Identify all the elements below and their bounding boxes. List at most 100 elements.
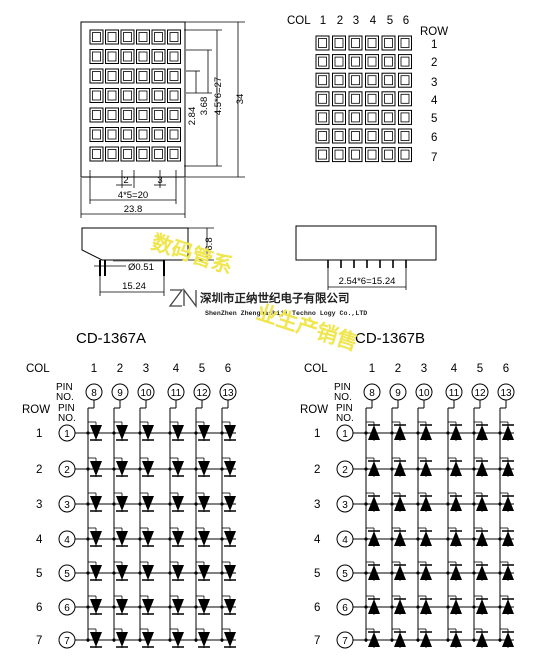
company-logo bbox=[168, 288, 197, 308]
led-dot-outline bbox=[381, 128, 396, 144]
col-pin-number: 9 bbox=[117, 388, 123, 399]
led-dot-outline bbox=[365, 54, 379, 70]
circuit-row-number: 6 bbox=[314, 602, 320, 614]
led-dot-outline bbox=[167, 88, 181, 103]
led-dot-outline bbox=[365, 109, 379, 125]
led-diode-symbol bbox=[142, 425, 154, 440]
led-dot-outline bbox=[151, 127, 166, 142]
led-dot-outline bbox=[151, 107, 166, 123]
top-row-number: 6 bbox=[431, 132, 437, 144]
top-row-number: 5 bbox=[431, 113, 437, 125]
led-dot-inner bbox=[123, 110, 132, 120]
junction-dot bbox=[86, 537, 90, 541]
led-diode-symbol bbox=[476, 531, 488, 546]
row-pin-number: 2 bbox=[64, 465, 70, 476]
led-dot-outline bbox=[120, 146, 135, 162]
led-dot-inner bbox=[107, 51, 117, 62]
led-dot-outline bbox=[136, 146, 150, 162]
led-diode-symbol bbox=[172, 425, 184, 440]
led-diode-symbol bbox=[224, 599, 236, 614]
top-row-number: 1 bbox=[431, 39, 437, 51]
led-diode-symbol bbox=[450, 461, 462, 476]
led-diode-symbol bbox=[198, 531, 210, 546]
led-dot-outline bbox=[365, 91, 379, 107]
circuit-row-number: 1 bbox=[36, 428, 42, 440]
junction-dot bbox=[220, 537, 224, 541]
led-dot-outline bbox=[89, 107, 104, 123]
col-pin-number: 13 bbox=[222, 388, 234, 399]
led-dot-inner bbox=[123, 149, 132, 159]
led-dot-inner bbox=[154, 71, 163, 81]
row-pin-number: 7 bbox=[64, 636, 70, 647]
top-row-label: ROW bbox=[420, 26, 448, 38]
company-chinese-name: 深圳市正纳世纪电子有限公司 bbox=[200, 291, 350, 305]
led-diode-symbol bbox=[502, 461, 514, 476]
led-dot-inner bbox=[169, 71, 179, 81]
led-dot-outline bbox=[398, 54, 412, 70]
led-dot-inner bbox=[384, 75, 393, 86]
led-diode-symbol bbox=[116, 632, 128, 647]
junction-dot bbox=[498, 638, 502, 642]
led-dot-outline bbox=[348, 147, 363, 163]
circuit-pin-label: PIN bbox=[334, 382, 351, 393]
junction-dot bbox=[194, 502, 198, 506]
led-dot-inner bbox=[334, 56, 344, 67]
led-dot-outline bbox=[151, 146, 166, 162]
junction-dot bbox=[220, 431, 224, 435]
circuit-pin-label: NO. bbox=[336, 413, 354, 424]
led-dot-outline bbox=[381, 91, 396, 107]
circuit-row-number: 3 bbox=[36, 499, 42, 511]
led-diode-symbol bbox=[394, 496, 406, 511]
led-dot-outline bbox=[381, 72, 396, 88]
top-col-number: 2 bbox=[337, 15, 343, 27]
junction-dot bbox=[446, 571, 450, 575]
junction-dot bbox=[390, 467, 394, 471]
junction-dot bbox=[364, 537, 368, 541]
circuit-pin-label: NO. bbox=[58, 413, 76, 424]
col-pin-number: 13 bbox=[500, 388, 512, 399]
led-diode-symbol bbox=[476, 425, 488, 440]
led-diode-symbol bbox=[394, 599, 406, 614]
junction-dot bbox=[472, 537, 476, 541]
top-col-number: 4 bbox=[370, 15, 377, 27]
led-dot-inner bbox=[351, 112, 360, 123]
led-dot-outline bbox=[167, 49, 181, 64]
junction-dot bbox=[194, 571, 198, 575]
junction-dot bbox=[194, 431, 198, 435]
led-diode-symbol bbox=[420, 599, 432, 614]
led-diode-symbol bbox=[368, 496, 380, 511]
junction-dot bbox=[112, 467, 116, 471]
led-diode-symbol bbox=[420, 632, 432, 647]
junction-dot bbox=[138, 571, 142, 575]
junction-dot bbox=[220, 571, 224, 575]
circuit-row-label: ROW bbox=[300, 404, 328, 416]
led-dot-inner bbox=[351, 149, 360, 160]
led-dot-outline bbox=[105, 29, 119, 45]
led-dot-inner bbox=[92, 51, 101, 62]
led-diode-symbol bbox=[502, 632, 514, 647]
led-dot-outline bbox=[151, 68, 166, 84]
junction-dot bbox=[446, 502, 450, 506]
led-dot-outline bbox=[332, 91, 346, 107]
circuit-col-number: 6 bbox=[503, 363, 509, 375]
led-diode-symbol bbox=[116, 496, 128, 511]
company-english-name: ShenZhen Zhengnashiji Techno Logy Co.,LT… bbox=[205, 310, 367, 317]
led-dot-inner bbox=[384, 56, 393, 67]
led-diode-symbol bbox=[502, 599, 514, 614]
top-col-number: 5 bbox=[387, 15, 393, 27]
led-dot-inner bbox=[367, 75, 377, 86]
led-dot-outline bbox=[348, 54, 363, 70]
led-dot-outline bbox=[315, 91, 330, 107]
junction-dot bbox=[498, 537, 502, 541]
led-diode-symbol bbox=[198, 632, 210, 647]
junction-dot bbox=[472, 638, 476, 642]
led-dot-outline bbox=[136, 107, 150, 123]
circuit-row-label: ROW bbox=[22, 404, 50, 416]
led-diode-symbol bbox=[502, 531, 514, 546]
led-dot-outline bbox=[315, 128, 330, 144]
circuit-row-number: 4 bbox=[314, 534, 321, 546]
junction-dot bbox=[390, 638, 394, 642]
led-dot-outline bbox=[105, 88, 119, 103]
